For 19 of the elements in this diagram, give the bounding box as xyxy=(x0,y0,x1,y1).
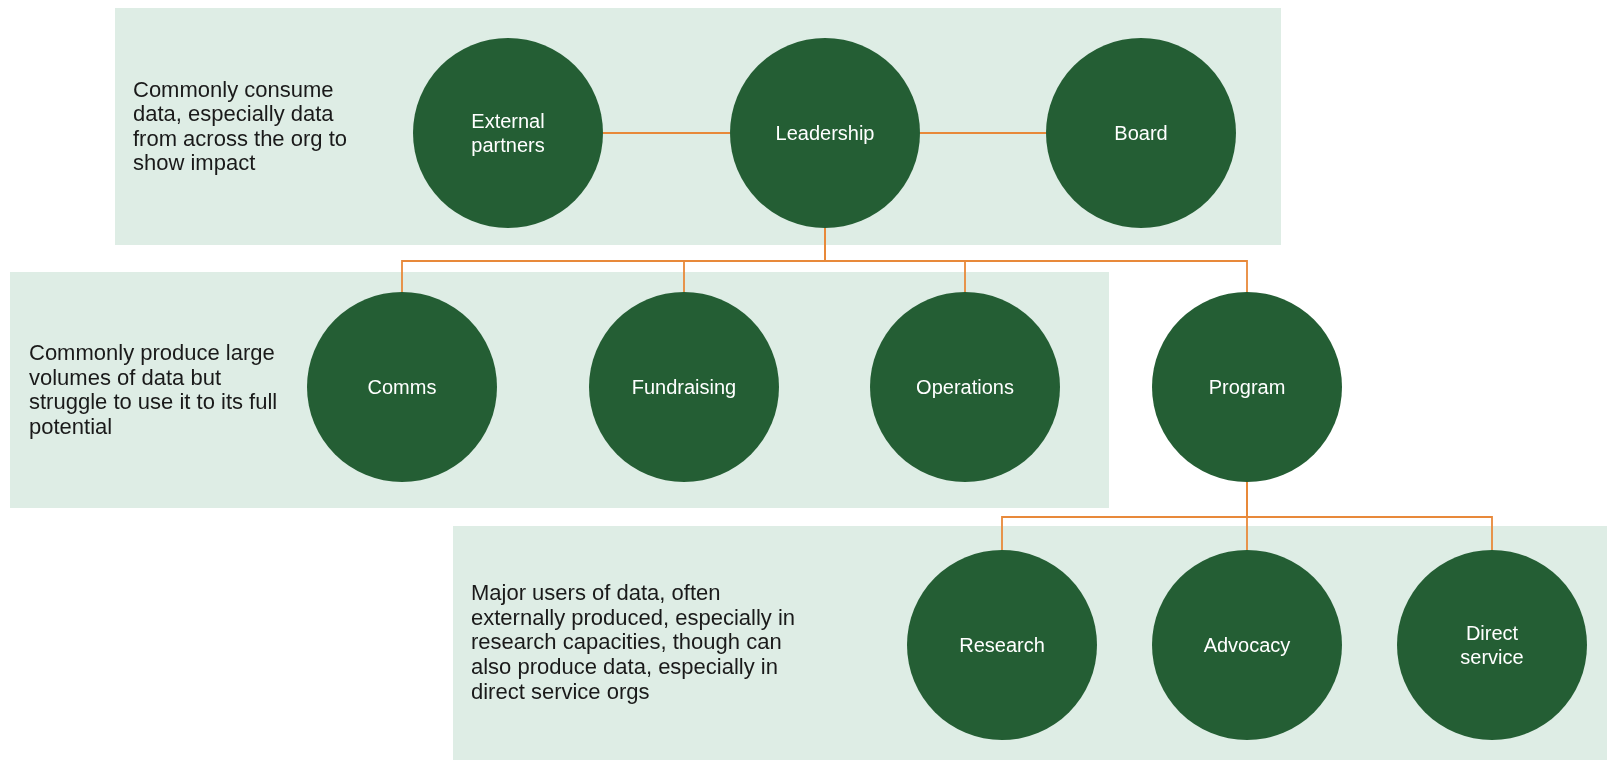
group-band xyxy=(10,272,1109,508)
role-label: Comms xyxy=(367,375,437,399)
description-text: Commonly consume data, especially data from across the org to show impact xyxy=(133,77,348,176)
role-label: Program xyxy=(1208,375,1286,399)
role-label: Advocacy xyxy=(1203,633,1291,657)
connector-line xyxy=(1246,481,1493,551)
role-label: Research xyxy=(959,633,1045,657)
description-text: Commonly produce large volumes of data but struggle to use it to its full potential xyxy=(29,340,279,440)
role-label: Board xyxy=(1114,121,1168,145)
role-label: Operations xyxy=(916,375,1014,399)
description-text: Major users of data, often externally produced, especially in research capacities, though can also produce data, especially in direct service orgs xyxy=(471,581,797,705)
connector-line xyxy=(602,132,731,134)
connector-line xyxy=(919,132,1047,134)
role-label: Leadership xyxy=(775,121,875,145)
group-band xyxy=(453,526,1607,760)
role-label: Fundraising xyxy=(631,375,737,399)
role-label: Direct service xyxy=(1459,621,1525,669)
group-band xyxy=(115,8,1281,245)
role-label: External partners xyxy=(470,109,546,157)
